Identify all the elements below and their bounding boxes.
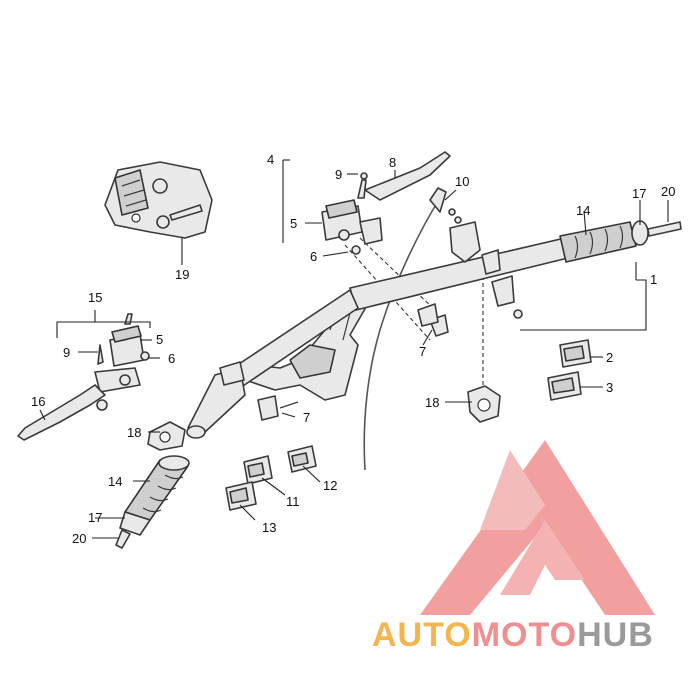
callout-18-left: 18 [127, 425, 141, 440]
left-master-cylinder [17, 313, 150, 441]
handlebar-tube [186, 237, 569, 439]
handlebar-cover-inset [104, 161, 213, 239]
callout-14-top: 14 [576, 203, 590, 218]
callout-9-top: 9 [335, 167, 342, 182]
callout-10: 10 [455, 174, 469, 189]
clamps [219, 303, 439, 421]
throttle-cable [363, 197, 441, 471]
right-switches [547, 339, 592, 401]
callout-5-top: 5 [290, 216, 297, 231]
left-grip [115, 455, 190, 549]
watermark-part-moto: MOTO [471, 616, 578, 654]
watermark-part-auto: AUTO [372, 616, 472, 654]
callout-11: 11 [286, 494, 300, 509]
callout-20-top: 20 [661, 184, 675, 199]
callout-7-right: 7 [419, 344, 426, 359]
cable-adjuster [429, 187, 462, 224]
callout-2: 2 [606, 350, 613, 365]
callout-8: 8 [389, 155, 396, 170]
callout-6-left: 6 [168, 351, 175, 366]
leader-lines [39, 159, 669, 539]
callout-7-left: 7 [303, 410, 310, 425]
mount-plates [147, 385, 501, 451]
callout-3: 3 [606, 380, 613, 395]
callout-9-left: 9 [63, 345, 70, 360]
callout-15: 15 [88, 290, 102, 305]
left-switches [225, 445, 317, 511]
callout-20-left: 20 [72, 531, 86, 546]
callout-12: 12 [323, 478, 337, 493]
callout-1: 1 [650, 272, 657, 287]
callout-14-left: 14 [108, 474, 122, 489]
right-switch-housing [429, 221, 523, 337]
callout-16: 16 [31, 394, 45, 409]
right-grip [559, 220, 682, 263]
callout-5-left: 5 [156, 332, 163, 347]
callout-13: 13 [262, 520, 276, 535]
callout-6-top: 6 [310, 249, 317, 264]
callout-17-left: 17 [88, 510, 102, 525]
watermark-logo [420, 440, 655, 615]
callout-4: 4 [267, 152, 274, 167]
callout-17-top: 17 [632, 186, 646, 201]
callout-labels: 1 2 3 4 5 5 6 6 7 7 8 9 9 10 11 12 13 14… [31, 152, 675, 546]
watermark-text: AUTOMOTOHUB [372, 616, 654, 655]
top-master-cylinder [321, 151, 451, 255]
watermark-part-hub: HUB [577, 616, 654, 654]
callout-19: 19 [175, 267, 189, 282]
callout-18-right: 18 [425, 395, 439, 410]
